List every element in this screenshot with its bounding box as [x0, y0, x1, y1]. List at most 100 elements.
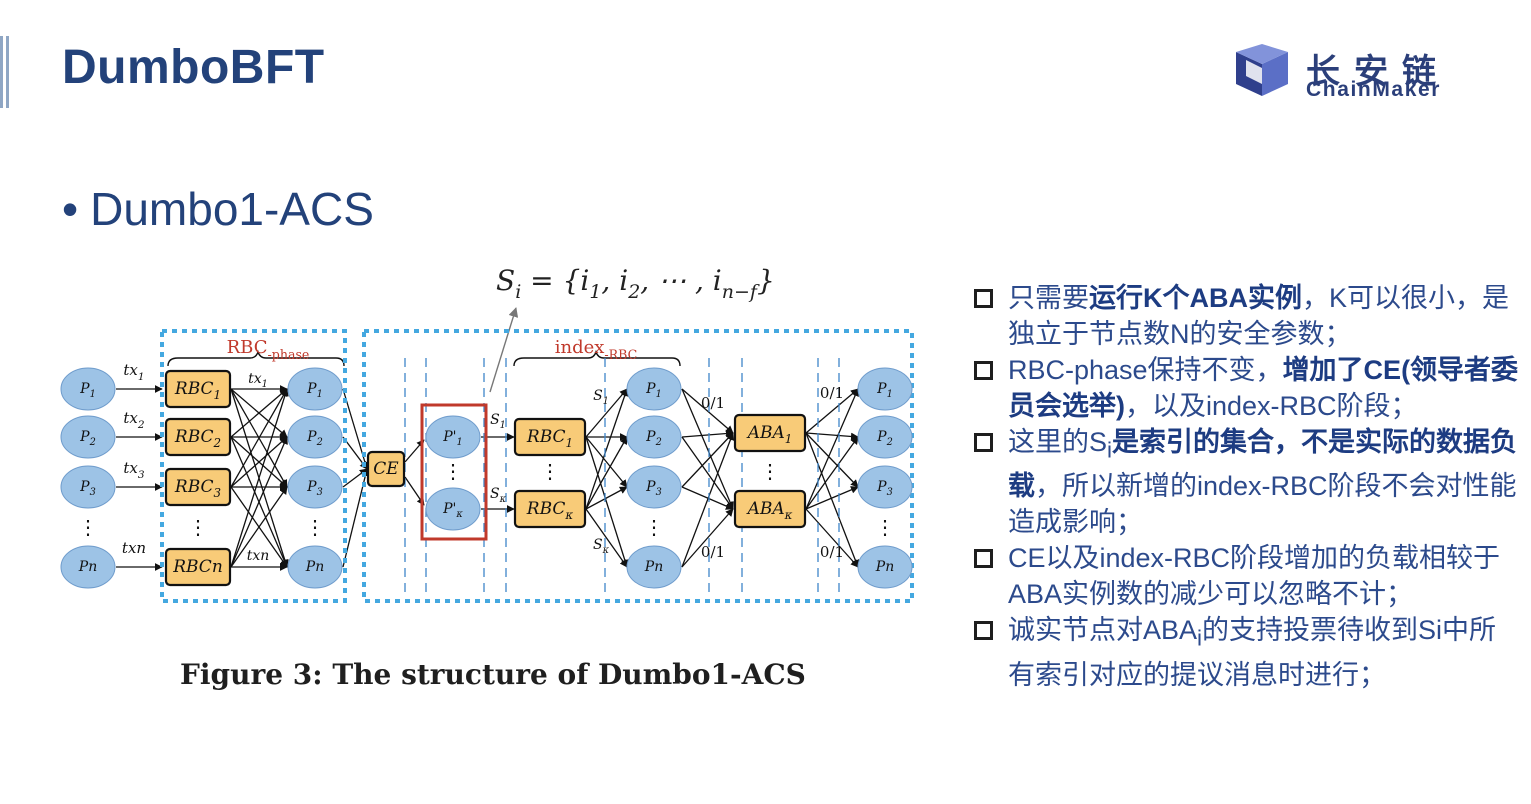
ce-box: [366, 450, 406, 488]
stage3-node-0-label: P1: [645, 381, 662, 400]
aba-to-node-edge: [805, 508, 859, 568]
committee-highlight-box: [420, 403, 488, 541]
vote-label-0: 0/1: [701, 394, 725, 412]
rbc-phase-frame: [160, 329, 347, 603]
tx-label-2: tx3: [123, 459, 145, 481]
right-node-0: [857, 367, 913, 411]
mid-node-3-ellipsis: ⋮: [305, 515, 325, 539]
rbc-box-0-label: RBC1: [174, 379, 221, 403]
note-text-run: 只需要: [1008, 283, 1089, 313]
aba-box-2-label: ABAκ: [746, 499, 793, 523]
note-text-run: 这里的S: [1008, 427, 1108, 457]
rbc-out-label-1: txn: [247, 548, 270, 564]
note-item-4: CE以及index-RBC阶段增加的负载相较于ABA实例数的减少可以忽略不计；: [970, 540, 1520, 612]
rbc-to-node-edge: [230, 436, 288, 568]
right-node-0-label: P1: [876, 381, 893, 400]
rbc-box-1: [164, 417, 232, 457]
rbc-phase-brace: [167, 349, 345, 367]
rbc-to-node-edge: [230, 388, 288, 488]
checkbox-bullet-icon: [974, 289, 993, 308]
index-rbc-brace: [513, 349, 681, 367]
rbc-phase-label: RBC-phase: [227, 337, 310, 362]
aba-to-node-edge: [805, 432, 859, 488]
left-node-1: [60, 415, 116, 459]
checkbox-bullet-icon: [974, 621, 993, 641]
aba-box-2: [733, 489, 807, 529]
index-rbc-to-node-edge: [585, 388, 628, 438]
node-to-aba-edge: [681, 429, 734, 438]
aba-box-1-ellipsis: ⋮: [760, 459, 780, 483]
index-out-label-1: Sκ: [593, 537, 610, 556]
rbc-box-4: [164, 547, 232, 587]
rbc-to-node-edge: [230, 388, 288, 438]
node-to-aba-edge: [681, 432, 734, 488]
note-text-run: RBC-phase保持不变，: [1008, 355, 1283, 385]
node-to-aba-edge: [681, 388, 734, 434]
mid-node-1: [287, 415, 343, 459]
left-node-3-ellipsis: ⋮: [78, 515, 98, 539]
dumbo1-acs-diagram: RBC-phase index-RBC Si = {i1, i2, ⋯ , in−f…: [60, 264, 914, 603]
stage3-node-4-label: Pn: [644, 559, 663, 575]
tx-label-0: tx1: [123, 361, 144, 383]
mid-node-1-label: P2: [306, 429, 323, 448]
note-text-run: 诚实节点对ABA: [1008, 615, 1198, 646]
aba-box-0-label: ABA1: [746, 423, 793, 447]
index-rbc-to-node-edge: [585, 486, 628, 510]
formula-pointer-arrow: [489, 307, 519, 393]
note-text-run: 运行K个ABA实例: [1089, 283, 1302, 313]
committee-node-1-ellipsis: ⋮: [443, 459, 463, 483]
mid-node-4-label: Pn: [305, 559, 324, 575]
left-node-4-label: Pn: [78, 559, 97, 575]
si-formula: Si = {i1, i2, ⋯ , in−f}: [496, 264, 775, 304]
section-bullet: •Dumbo1-ACS: [62, 183, 374, 235]
rbc-to-node-edge: [230, 486, 288, 568]
tx-label-3: txn: [122, 539, 146, 557]
rbc-box-2: [164, 467, 232, 507]
node-to-aba-edge: [681, 432, 735, 568]
aba-box-0: [733, 413, 807, 453]
right-node-4: [857, 545, 913, 589]
stage3-node-0: [626, 367, 682, 411]
rbc-box-0: [164, 369, 232, 409]
note-text-run: ，以及index-RBC阶段；: [1125, 391, 1418, 421]
note-text-run: 是索引的集合，不是实际的数据负载: [1008, 427, 1518, 502]
mid-node-2-label: P3: [306, 479, 323, 498]
aba-to-node-edge: [805, 486, 859, 510]
rbc-box-2-label: RBC3: [174, 477, 221, 501]
right-node-1: [857, 415, 913, 459]
index-rbc-label: index-RBC: [555, 337, 638, 362]
index-rbc-to-node-edge: [585, 436, 628, 488]
aba-to-node-edge: [805, 436, 859, 510]
aba-to-node-edge: [805, 432, 860, 568]
committee-node-0-label: P'1: [442, 429, 463, 448]
figure-caption: Figure 3: The structure of Dumbo1-ACS: [180, 658, 806, 691]
vote-label-2: 0/1: [820, 384, 844, 402]
s-label-0: S1: [490, 412, 506, 431]
left-node-1-label: P2: [79, 429, 96, 448]
checkbox-bullet-icon: [974, 433, 993, 452]
rbc-box-3-ellipsis: ⋮: [188, 515, 208, 539]
rbc-out-label-0: tx1: [248, 371, 268, 390]
note-text-run: 的支持投票待收到Si中所有索引对应的提议消息时进行；: [1008, 615, 1497, 690]
right-node-2-label: P3: [876, 479, 893, 498]
index-rbc-box-0-label: RBC1: [526, 427, 573, 451]
note-text-run: ，K可以很小，是独立于节点数N的安全参数；: [1008, 283, 1510, 349]
chainmaker-logo: 长安链 ChainMaker: [1232, 44, 1482, 104]
rbc-box-4-label: RBCn: [172, 557, 223, 577]
mid-node-0-label: P1: [306, 381, 323, 400]
index-rbc-box-1-ellipsis: ⋮: [540, 459, 560, 483]
checkbox-bullet-icon: [974, 549, 993, 569]
node-to-aba-edge: [681, 508, 734, 568]
aba-to-node-edge: [805, 388, 859, 434]
stage3-node-4: [626, 545, 682, 589]
committee-node-0: [425, 415, 481, 459]
mid-node-4: [287, 545, 343, 589]
logo-chinese-text: 长安链: [1306, 53, 1450, 91]
index-rbc-to-node-edge: [585, 436, 629, 568]
rbc-to-node-edge: [230, 436, 288, 488]
note-text-run: i: [1107, 437, 1113, 463]
mid-node-0: [287, 367, 343, 411]
stage3-node-3-ellipsis: ⋮: [644, 515, 664, 539]
slide-title: DumboBFT: [62, 41, 325, 94]
note-text-run: ，所以新增的index-RBC阶段不会对性能造成影响；: [1008, 471, 1517, 538]
